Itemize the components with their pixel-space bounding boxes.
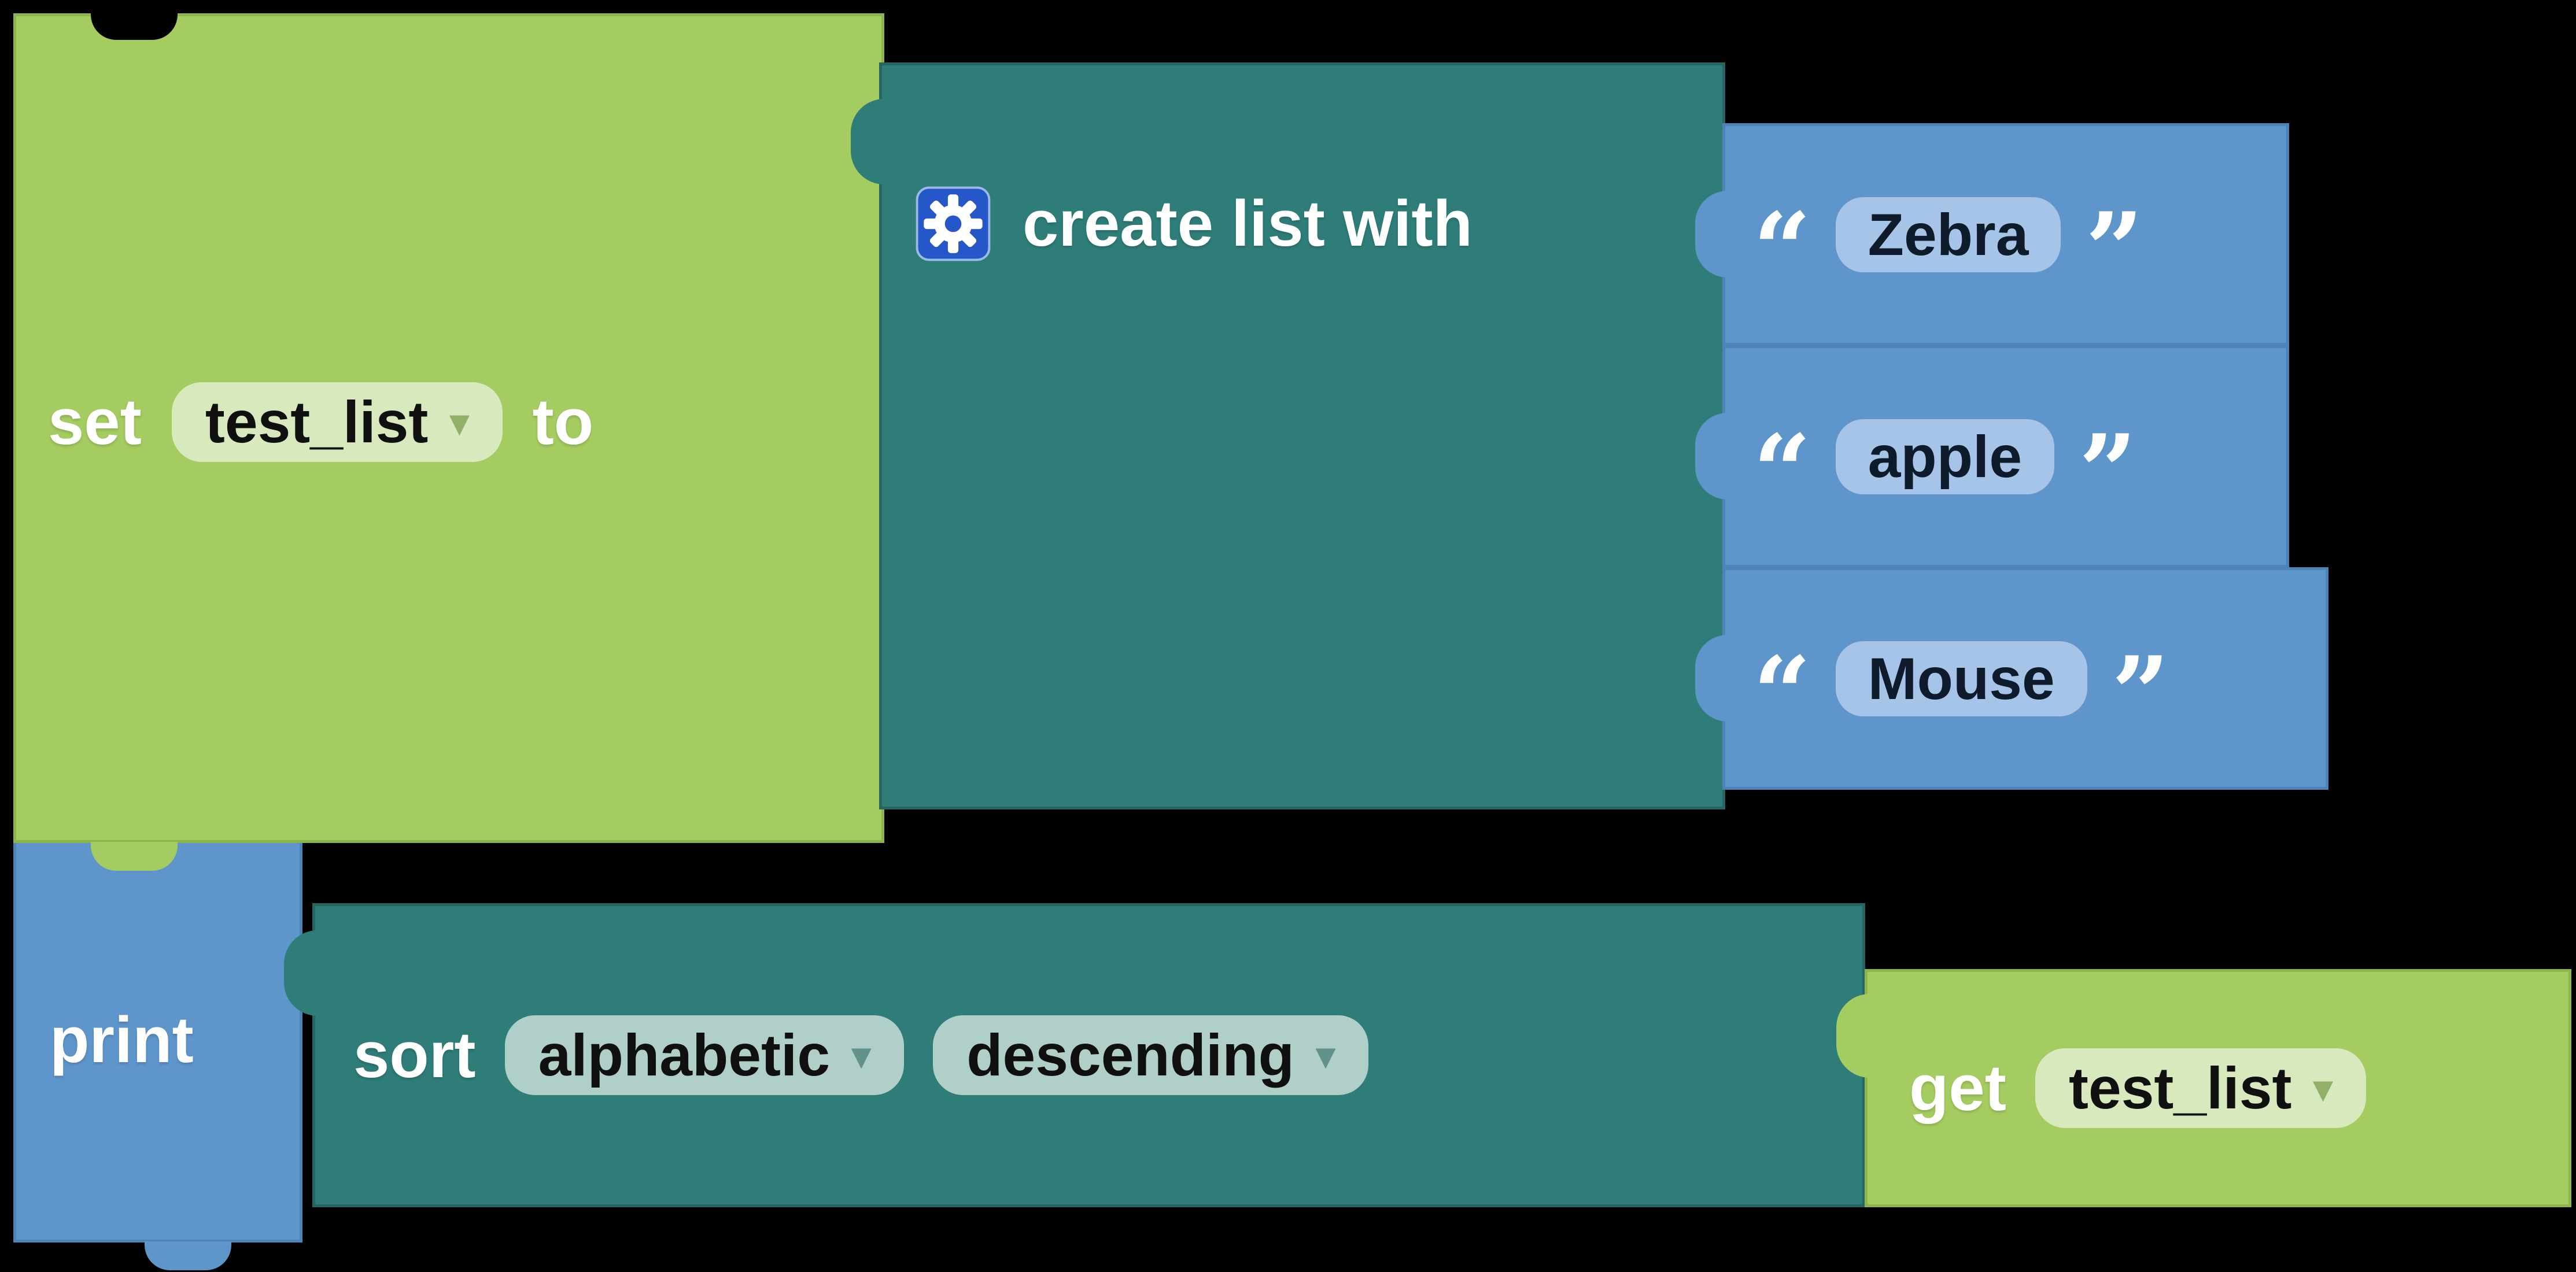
- output-tab: [284, 930, 318, 1016]
- dropdown-arrow-icon: ▾: [1316, 1034, 1335, 1076]
- block-print[interactable]: print: [13, 838, 302, 1270]
- open-quote-icon: “: [1753, 191, 1811, 310]
- variable-name-value: test_list: [2069, 1055, 2292, 1121]
- block-string-apple[interactable]: “ apple ”: [1695, 345, 2289, 568]
- variable-name-dropdown[interactable]: test_list ▾: [171, 382, 503, 462]
- get-label: get: [1909, 1052, 2006, 1124]
- string-input-field[interactable]: apple: [1835, 419, 2055, 494]
- dropdown-arrow-icon: ▾: [2313, 1067, 2333, 1109]
- block-string-zebra[interactable]: “ Zebra ”: [1695, 123, 2289, 346]
- output-tab: [1695, 413, 1728, 500]
- block-set-variable[interactable]: set test_list ▾ to: [13, 13, 884, 871]
- open-quote-icon: “: [1753, 635, 1811, 754]
- sort-order-dropdown[interactable]: descending ▾: [933, 1015, 1369, 1095]
- variable-name-dropdown[interactable]: test_list ▾: [2035, 1048, 2366, 1128]
- sort-type-dropdown[interactable]: alphabetic ▾: [504, 1015, 905, 1095]
- block-sort-list[interactable]: sort alphabetic ▾ descending ▾: [284, 903, 1865, 1207]
- open-quote-icon: “: [1753, 413, 1811, 532]
- block-string-mouse[interactable]: “ Mouse ”: [1695, 567, 2328, 790]
- mutator-gear-icon[interactable]: [916, 186, 991, 261]
- create-list-label: create list with: [1023, 187, 1473, 260]
- set-label: set: [48, 386, 142, 458]
- close-quote-icon: ”: [2079, 413, 2137, 532]
- output-tab: [851, 99, 884, 184]
- sort-order-value: descending: [966, 1022, 1294, 1088]
- next-connector-bump: [145, 1241, 231, 1270]
- block-get-variable[interactable]: get test_list ▾: [1836, 969, 2571, 1207]
- output-tab: [1695, 635, 1728, 722]
- print-label: print: [50, 1004, 194, 1076]
- next-connector-bump: [91, 842, 178, 871]
- create-list-content: create list with: [916, 179, 1472, 269]
- dropdown-arrow-icon: ▾: [450, 401, 469, 443]
- close-quote-icon: ”: [2111, 635, 2170, 754]
- close-quote-icon: ”: [2085, 191, 2144, 310]
- variable-name-value: test_list: [205, 389, 429, 455]
- block-create-list-with[interactable]: create list with: [851, 62, 1725, 809]
- string-input-field[interactable]: Zebra: [1835, 197, 2061, 272]
- sort-type-value: alphabetic: [538, 1022, 831, 1088]
- to-label: to: [532, 386, 594, 458]
- string-input-field[interactable]: Mouse: [1835, 641, 2087, 716]
- dropdown-arrow-icon: ▾: [852, 1034, 871, 1076]
- set-block-content: set test_list ▾ to: [48, 370, 593, 474]
- sort-label: sort: [353, 1019, 476, 1091]
- output-tab: [1695, 191, 1728, 278]
- statement-notch: [91, 13, 178, 40]
